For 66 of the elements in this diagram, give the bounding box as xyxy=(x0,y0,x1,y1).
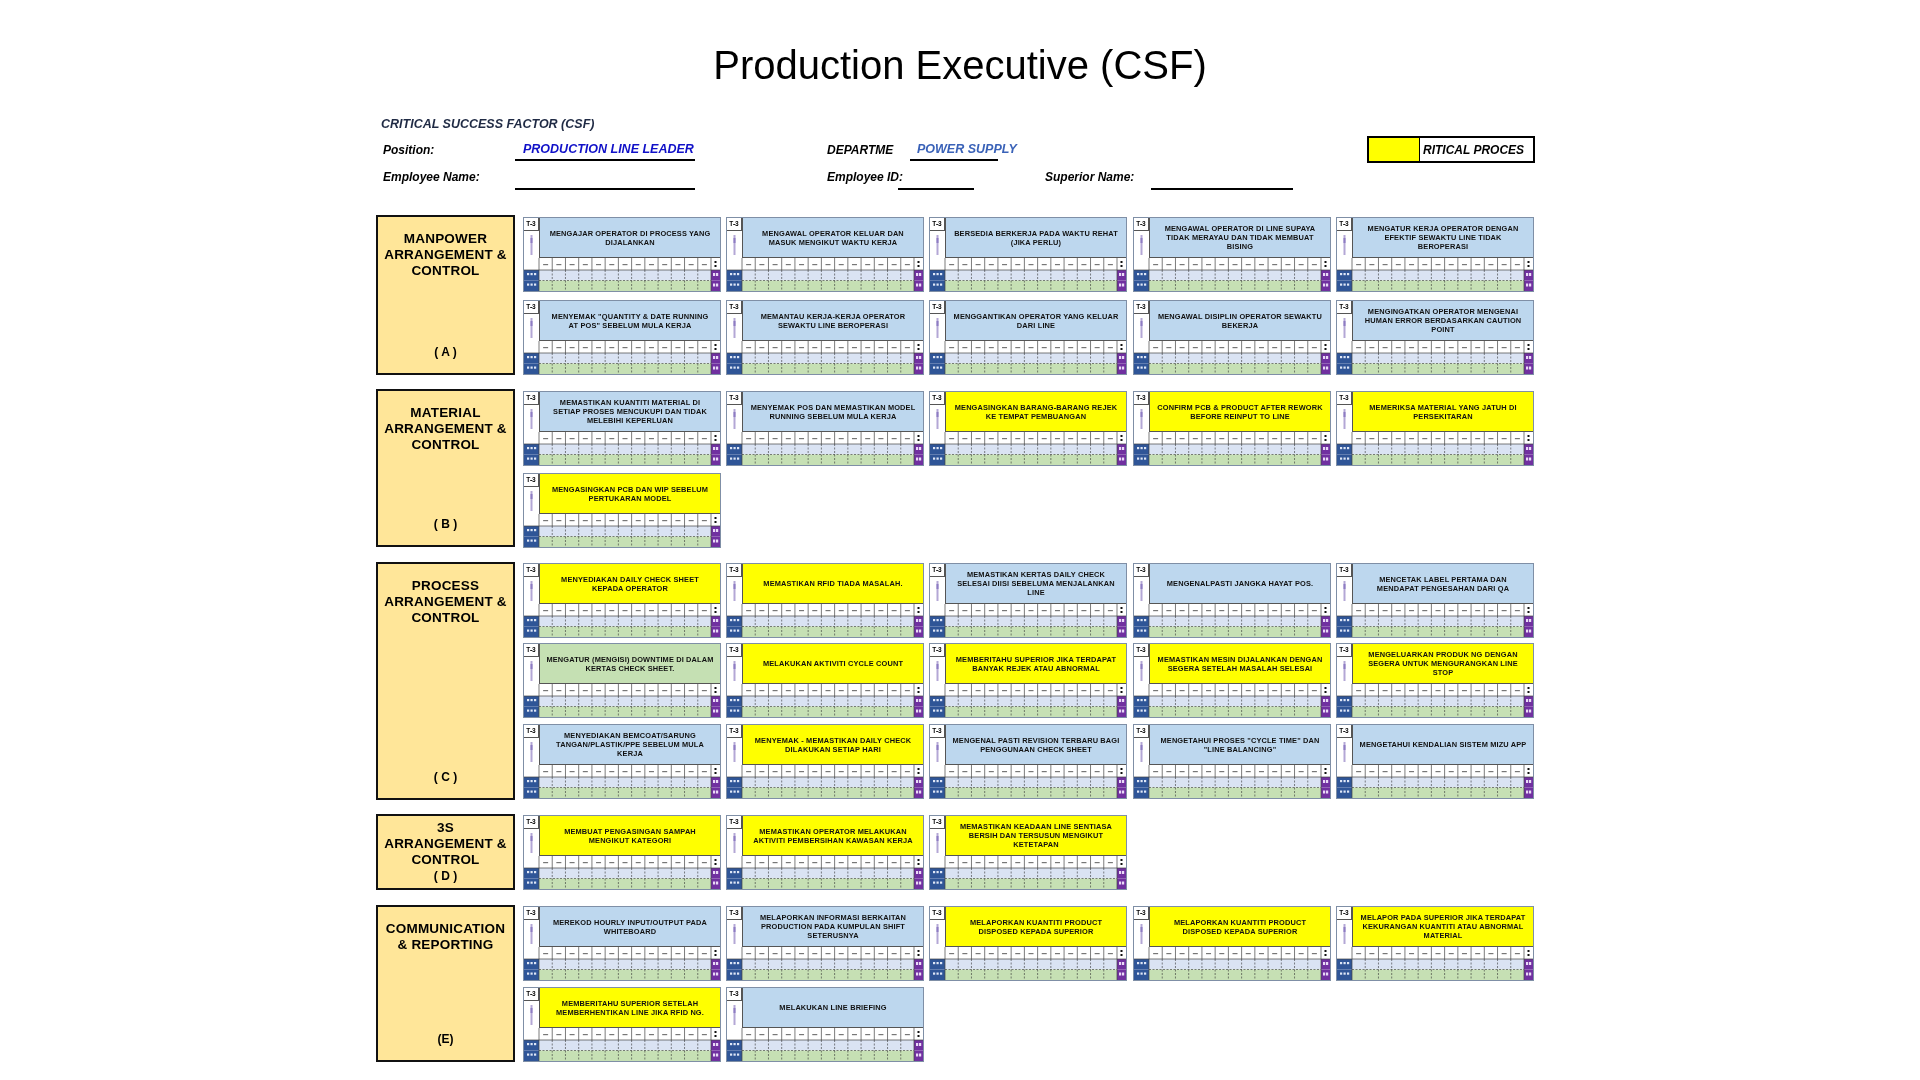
task-card xyxy=(929,217,1127,292)
field-label: Superior Name: xyxy=(1045,170,1135,184)
task-card xyxy=(523,217,721,292)
field-label: Employee Name: xyxy=(383,170,480,184)
task-card xyxy=(1133,391,1331,466)
task-card xyxy=(1336,563,1534,638)
task-card xyxy=(929,724,1127,799)
category-letter: (E) xyxy=(437,1032,454,1046)
task-card xyxy=(726,906,924,981)
category-heading: 3S ARRANGEMENT & CONTROL xyxy=(383,820,508,868)
task-card xyxy=(726,987,924,1062)
task-card xyxy=(726,300,924,375)
category-heading: PROCESS ARRANGEMENT & CONTROL xyxy=(383,578,508,626)
task-card xyxy=(523,987,721,1062)
field-label: Position: xyxy=(383,143,435,157)
task-card xyxy=(726,815,924,890)
category-heading: COMMUNICATION & REPORTING xyxy=(384,921,507,953)
field-label: Employee ID: xyxy=(827,170,904,184)
task-card xyxy=(1336,217,1534,292)
task-card xyxy=(1336,906,1534,981)
category-box xyxy=(376,215,515,375)
task-card xyxy=(726,563,924,638)
task-card xyxy=(1336,724,1534,799)
field-value: POWER SUPPLY xyxy=(917,142,1017,156)
category-box xyxy=(376,562,515,800)
category-letter: ( D ) xyxy=(433,869,458,883)
task-card xyxy=(1133,563,1331,638)
task-card xyxy=(1336,643,1534,718)
task-card xyxy=(929,643,1127,718)
task-card xyxy=(929,300,1127,375)
task-card xyxy=(523,473,721,548)
task-card xyxy=(929,906,1127,981)
task-card xyxy=(523,391,721,466)
task-card xyxy=(1133,300,1331,375)
task-card xyxy=(1336,391,1534,466)
category-heading: MANPOWER ARRANGEMENT & CONTROL xyxy=(383,231,508,279)
category-letter: ( B ) xyxy=(433,517,458,531)
legend-label: RITICAL PROCES xyxy=(1419,138,1533,161)
task-card xyxy=(523,563,721,638)
task-card xyxy=(1133,643,1331,718)
task-card xyxy=(523,724,721,799)
task-card xyxy=(1133,906,1331,981)
category-box xyxy=(376,814,515,890)
category-letter: ( A ) xyxy=(434,345,457,359)
task-card xyxy=(1336,300,1534,375)
task-card xyxy=(726,391,924,466)
task-card xyxy=(929,815,1127,890)
task-card xyxy=(929,391,1127,466)
task-card xyxy=(726,217,924,292)
task-card xyxy=(726,724,924,799)
category-letter: ( C ) xyxy=(433,770,458,784)
task-card xyxy=(523,300,721,375)
task-card xyxy=(929,563,1127,638)
category-box xyxy=(376,389,515,547)
page-title: Production Executive (CSF) xyxy=(713,42,1207,89)
category-box xyxy=(376,905,515,1062)
task-card xyxy=(523,815,721,890)
field-label: DEPARTME xyxy=(827,143,894,157)
category-heading: MATERIAL ARRANGEMENT & CONTROL xyxy=(383,405,508,453)
task-card xyxy=(726,643,924,718)
field-value: PRODUCTION LINE LEADER xyxy=(523,142,694,156)
form-heading: CRITICAL SUCCESS FACTOR (CSF) xyxy=(381,117,595,131)
task-card xyxy=(523,906,721,981)
task-card xyxy=(1133,217,1331,292)
task-card xyxy=(523,643,721,718)
task-card xyxy=(1133,724,1331,799)
